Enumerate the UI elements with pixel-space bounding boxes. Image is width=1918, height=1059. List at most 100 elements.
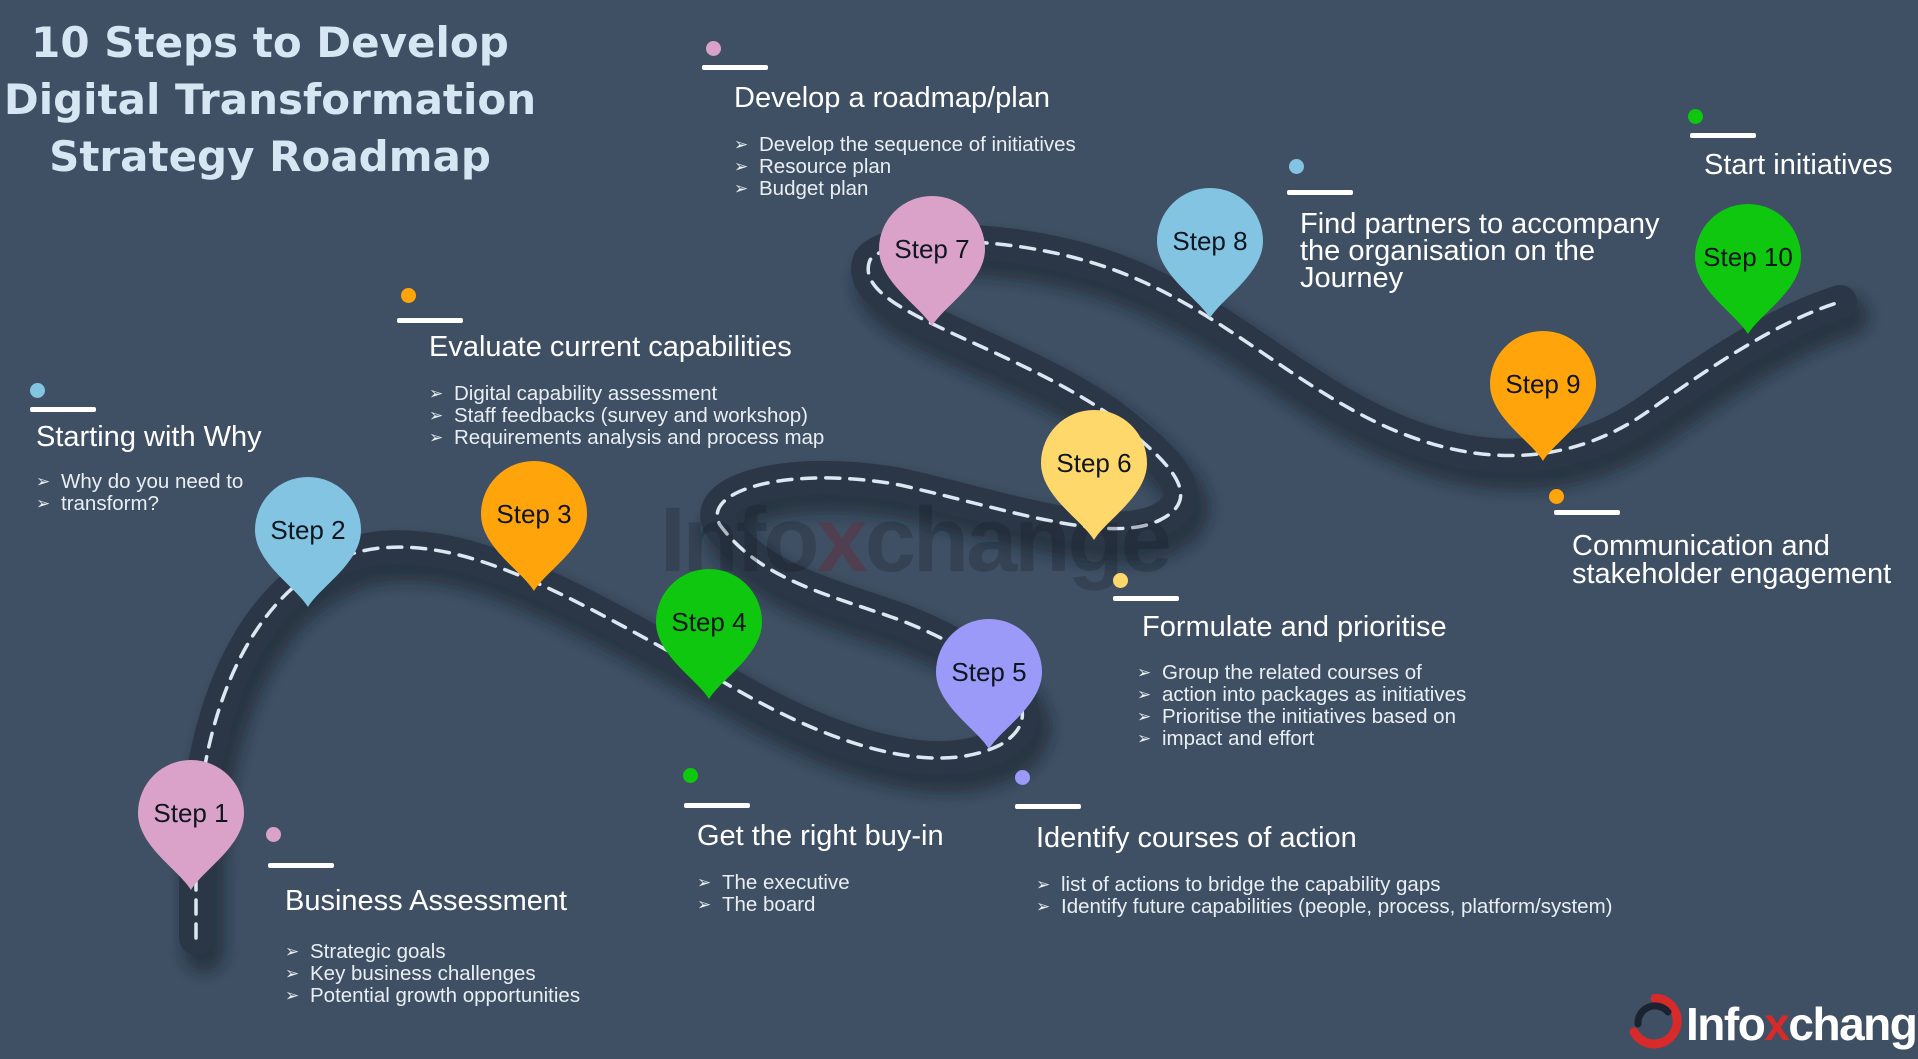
marker-pin-icon [656,569,762,699]
divider [268,863,334,868]
bullet-dot-icon [1688,109,1703,124]
marker-pin-icon [879,196,985,326]
divider [1554,510,1620,515]
block-heading: Evaluate current capabilities [429,331,792,363]
step-5-marker: Step 5 [933,617,1045,753]
step-label: Step 8 [1172,226,1248,256]
divider [1015,804,1081,809]
marker-pin-icon [138,760,244,890]
divider [1113,596,1179,601]
step-7-marker: Step 7 [876,194,988,330]
bullet-dot-icon [266,827,281,842]
list-item: Digital capability assessment [429,383,824,406]
marker-pin-icon [481,461,587,591]
step-label: Step 10 [1703,242,1793,272]
divider [1287,190,1353,195]
block-heading: Formulate and prioritise [1142,611,1447,643]
bullet-list: Group the related courses of action into… [1137,662,1466,751]
step-label: Step 2 [270,515,346,545]
list-item: list of actions to bridge the capability… [1036,874,1612,897]
bullet-list: The executive The board [697,872,850,917]
step-4-marker: Step 4 [653,567,765,703]
marker-pin-icon [936,619,1042,749]
step-label: Step 1 [153,798,229,828]
title-line: 10 Steps to Develop [31,18,509,67]
list-item: Develop the sequence of initiatives [734,134,1076,157]
marker-pin-icon [1041,410,1147,540]
list-item-continuation: action into packages as initiatives [1137,684,1466,707]
block-heading: Find partners to accompany the organisat… [1300,208,1660,294]
road-dashes [194,239,1842,940]
list-item: Key business challenges [285,963,580,986]
block-heading: Starting with Why [36,421,262,453]
divider [397,318,463,323]
list-item: Requirements analysis and process map [429,427,824,450]
block-heading: Develop a roadmap/plan [734,82,1050,114]
list-item: The executive [697,872,850,895]
bullet-dot-icon [1113,573,1128,588]
step-3-marker: Step 3 [478,459,590,595]
list-item: Group the related courses of [1137,662,1466,685]
step-label: Step 3 [496,499,572,529]
divider [1690,133,1756,138]
block-heading: Identify courses of action [1036,822,1357,854]
divider [684,803,750,808]
step-10-marker: Step 10 [1692,202,1804,338]
list-item-continuation: transform? [36,493,243,516]
list-item: Budget plan [734,178,1076,201]
step-6-marker: Step 6 [1038,408,1150,544]
list-item: The board [697,894,850,917]
block-heading: Business Assessment [285,885,568,917]
heading-line: Journey [1300,262,1404,294]
bullet-list: Digital capability assessment Staff feed… [429,383,824,450]
list-item: Identify future capabilities (people, pr… [1036,896,1612,919]
step-label: Step 4 [671,607,747,637]
heading-line: stakeholder engagement [1572,558,1892,590]
bullet-dot-icon [401,288,416,303]
bullet-dot-icon [683,768,698,783]
bullet-dot-icon [1015,770,1030,785]
step-label: Step 7 [894,234,970,264]
step-label: Step 9 [1505,369,1581,399]
step-label: Step 6 [1056,448,1132,478]
bullet-list: Develop the sequence of initiatives Reso… [734,134,1076,201]
title-line: Strategy Roadmap [49,132,491,181]
block-heading: Get the right buy-in [697,820,944,852]
list-item: Potential growth opportunities [285,985,580,1008]
marker-pin-icon [255,477,361,607]
step-1-marker: Step 1 [135,758,247,894]
bullet-list: list of actions to bridge the capability… [1036,874,1612,919]
divider [30,407,96,412]
logo-wordmark: Infoxchange [1686,998,1918,1050]
bullet-dot-icon [706,41,721,56]
bullet-list: Why do you need to transform? [36,471,243,516]
swirl-logo-icon [1629,994,1682,1049]
list-item: Staff feedbacks (survey and workshop) [429,405,824,428]
marker-pin-icon [1157,188,1263,318]
bullet-dot-icon [1549,489,1564,504]
heading-line: the organisation on the [1300,235,1596,267]
marker-pin-icon [1490,331,1596,461]
step-label: Step 5 [951,657,1027,687]
marker-pin-icon [1695,204,1801,334]
list-item: Prioritise the initiatives based on [1137,706,1466,729]
step-2-marker: Step 2 [252,475,364,611]
bullet-dot-icon [30,383,45,398]
list-item: Why do you need to [36,471,243,494]
brand-logo: Infoxchange [1628,994,1918,1050]
list-item: Strategic goals [285,941,580,964]
step-9-marker: Step 9 [1487,329,1599,465]
bullet-dot-icon [1289,159,1304,174]
heading-line: Find partners to accompany [1300,208,1660,240]
block-heading: Communication and stakeholder engagement [1572,530,1892,590]
list-item: Resource plan [734,156,1076,179]
block-heading: Start initiatives [1704,149,1893,181]
heading-line: Communication and [1572,530,1830,562]
divider [702,65,768,70]
step-8-marker: Step 8 [1154,186,1266,322]
list-item-continuation: impact and effort [1137,728,1466,751]
title-line: Digital Transformation [3,75,537,124]
page-title: 10 Steps to Develop Digital Transformati… [0,14,540,185]
